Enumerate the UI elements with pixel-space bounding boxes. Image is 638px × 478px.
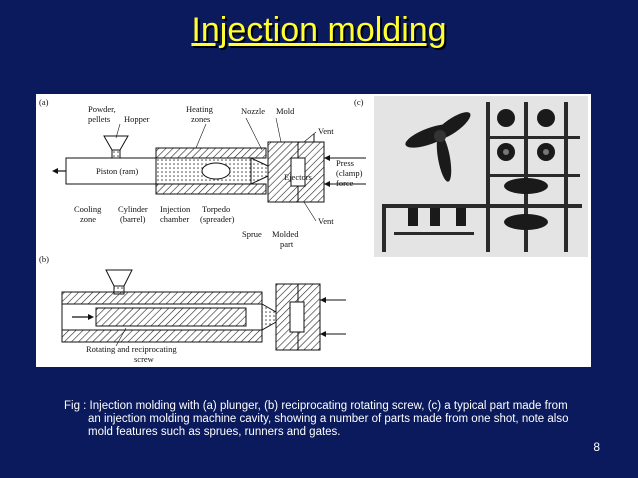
caption-line: mold features such as sprues, runners an… — [88, 426, 341, 438]
screw-barrel-bottom — [61, 329, 263, 343]
label-powder: Powder, — [88, 104, 116, 114]
label-molded: Molded — [272, 229, 299, 239]
label-vent-bottom: Vent — [318, 216, 334, 226]
label-screw: screw — [134, 354, 155, 364]
barrel-bottom-wall — [155, 183, 267, 195]
caption-line: Fig : Injection molding with (a) plunger… — [64, 400, 568, 412]
panel-b-label: (b) — [39, 254, 49, 264]
label-pellets: pellets — [88, 114, 110, 124]
label-injection: Injection — [160, 204, 191, 214]
label-barrel: (barrel) — [120, 214, 146, 224]
parts-tree-illustration — [374, 96, 588, 257]
label-mold: Mold — [276, 106, 295, 116]
panel-c-label: (c) — [354, 97, 364, 107]
panel-a-label: (a) — [39, 97, 49, 107]
label-hopper: Hopper — [124, 114, 150, 124]
label-chamber: chamber — [160, 214, 189, 224]
barrel-top-wall — [155, 147, 267, 159]
label-cooling: Cooling — [74, 204, 102, 214]
figure-caption: Fig : Injection molding with (a) plunger… — [64, 400, 584, 439]
label-part: part — [280, 239, 294, 249]
page-number: 8 — [593, 440, 600, 454]
label-rotating-screw: Rotating and reciprocating — [86, 344, 177, 354]
label-cooling-zone: zone — [80, 214, 96, 224]
label-zones: zones — [191, 114, 210, 124]
label-cylinder: Cylinder — [118, 204, 148, 214]
caption-line: an injection molding machine cavity, sho… — [88, 413, 569, 425]
label-sprue: Sprue — [242, 229, 262, 239]
screw-barrel-top — [61, 291, 263, 305]
molded-parts-photo — [374, 96, 588, 257]
torpedo-shape — [201, 162, 231, 180]
label-torpedo: Torpedo — [202, 204, 230, 214]
label-piston: Piston (ram) — [96, 166, 138, 176]
label-press: Press — [336, 158, 354, 168]
schematic-diagram: (a) — [39, 97, 366, 364]
label-nozzle: Nozzle — [241, 106, 265, 116]
label-spreader: (spreader) — [200, 214, 235, 224]
label-clamp: (clamp) — [336, 168, 363, 178]
label-vent-top: Vent — [318, 126, 334, 136]
slide-title: Injection molding — [191, 11, 447, 49]
hopper-shape — [103, 135, 129, 151]
reciprocating-screw — [95, 307, 247, 327]
label-heating: Heating — [186, 104, 214, 114]
label-ejectors: Ejectors — [284, 172, 312, 182]
label-force: force — [336, 178, 354, 188]
